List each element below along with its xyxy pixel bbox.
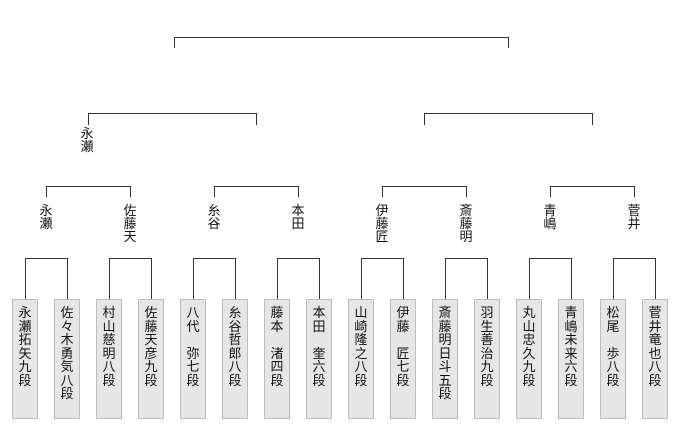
player-box: 伊 藤 匠 七 段 [390,299,416,419]
quarterfinal-winner-8: 菅 井 [627,204,641,232]
quarterfinal-bracket-line [550,186,635,197]
first-round-bracket-line [193,258,236,299]
player-box: 本 田 奎 六 段 [306,299,332,419]
player-name: 糸 谷 哲 郎 八 段 [228,306,242,389]
quarterfinal-winner-4: 本 田 [291,204,305,232]
player-box: 青 嶋 未 来 六 段 [558,299,584,419]
player-box: 斎 藤 明 日 斗 五 段 [432,299,458,419]
player-box: 菅 井 竜 也 八 段 [642,299,668,419]
first-round-bracket-line [361,258,404,299]
player-name: 松 尾 歩 八 段 [606,306,620,389]
semifinal-bracket-line [88,113,257,125]
player-box: 松 尾 歩 八 段 [600,299,626,419]
player-box: 佐 々 木 勇 気 八 段 [54,299,80,419]
player-name: 青 嶋 未 来 六 段 [564,306,578,389]
player-name: 丸 山 忠 久 九 段 [522,306,536,389]
player-name: 羽 生 善 治 九 段 [480,306,494,389]
player-box: 永 瀬 拓 矢 九 段 [12,299,38,419]
first-round-bracket-line [277,258,320,299]
player-box: 羽 生 善 治 九 段 [474,299,500,419]
player-name: 本 田 奎 六 段 [312,306,326,389]
quarterfinal-winner-7: 青 嶋 [543,204,557,232]
player-name: 佐 々 木 勇 気 八 段 [60,306,74,402]
quarterfinal-winner-5: 伊 藤 匠 [375,204,389,245]
player-name: 菅 井 竜 也 八 段 [648,306,662,389]
player-box: 八 代 弥 七 段 [180,299,206,419]
quarterfinal-winner-1: 永 瀬 [39,204,53,232]
player-box: 糸 谷 哲 郎 八 段 [222,299,248,419]
player-name: 永 瀬 拓 矢 九 段 [18,306,32,389]
first-round-bracket-line [613,258,656,299]
player-name: 斎 藤 明 日 斗 五 段 [438,306,452,402]
quarterfinal-winner-2: 佐 藤 天 [123,204,137,245]
first-round-bracket-line [445,258,488,299]
player-name: 藤 本 渚 四 段 [270,306,284,389]
quarterfinal-winner-6: 斎 藤 明 [459,204,473,245]
semifinal-winner-left: 永 瀬 [80,127,94,155]
first-round-bracket-line [25,258,68,299]
player-box: 山 崎 隆 之 八 段 [348,299,374,419]
quarterfinal-bracket-line [382,186,467,197]
first-round-bracket-line [109,258,152,299]
player-box: 藤 本 渚 四 段 [264,299,290,419]
first-round-bracket-line [529,258,572,299]
player-name: 八 代 弥 七 段 [186,306,200,389]
player-box: 丸 山 忠 久 九 段 [516,299,542,419]
player-box: 村 山 慈 明 八 段 [96,299,122,419]
player-name: 山 崎 隆 之 八 段 [354,306,368,389]
quarterfinal-bracket-line [214,186,299,197]
semifinal-bracket-line [424,113,593,125]
quarterfinal-bracket-line [46,186,131,197]
player-name: 佐 藤 天 彦 九 段 [144,306,158,389]
player-box: 佐 藤 天 彦 九 段 [138,299,164,419]
final-bracket-line [174,37,509,48]
player-name: 伊 藤 匠 七 段 [396,306,410,389]
quarterfinal-winner-3: 糸 谷 [207,204,221,232]
player-name: 村 山 慈 明 八 段 [102,306,116,389]
